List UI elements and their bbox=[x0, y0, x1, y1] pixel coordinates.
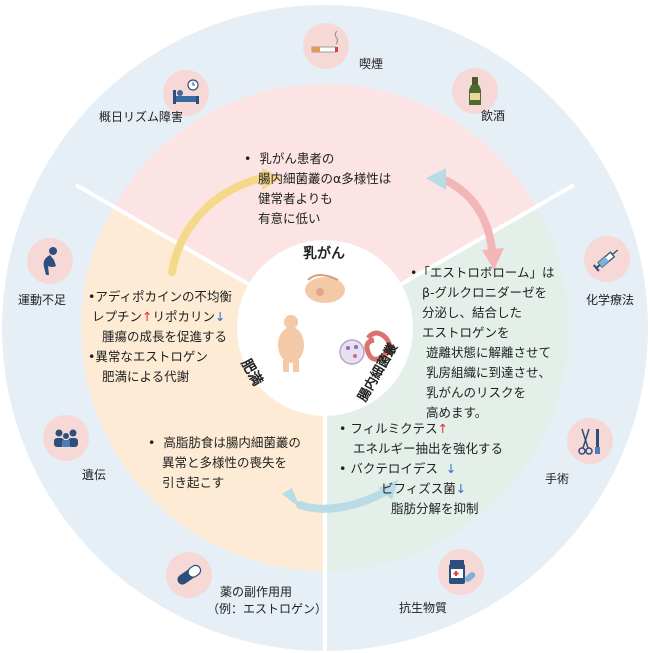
label-genetics: 遺伝 bbox=[82, 468, 107, 482]
bullet: • bbox=[244, 151, 252, 166]
bottom-right-sector-text: • フィルミクテス↑ エネルギー抽出を強化する • バクテロイデス ↓ ビフィズ… bbox=[339, 419, 503, 519]
left-text-line: 肥満による代謝 bbox=[102, 369, 190, 384]
label-drug-line1: 薬の副作用用 bbox=[220, 585, 293, 599]
arrow-left-to-top-head bbox=[262, 168, 282, 190]
label-antibiotics: 抗生物質 bbox=[399, 601, 448, 615]
exercise-badge bbox=[27, 238, 73, 284]
label-chemo: 化学療法 bbox=[586, 293, 635, 307]
label-smoking: 喫煙 bbox=[359, 57, 384, 71]
antibiotics-badge bbox=[438, 549, 484, 595]
bottom-left-sector-text: • 高脂肪食は腸内細菌叢の 異常と多様性の喪失を 引き起こす bbox=[148, 433, 301, 493]
arrow-up-icon: ↑ bbox=[142, 309, 153, 324]
arrow-right-start-head bbox=[426, 168, 446, 190]
arrow-left-to-top bbox=[168, 174, 266, 276]
slouching-person-icon bbox=[43, 247, 57, 275]
cigarette-icon bbox=[311, 30, 339, 53]
family-icon bbox=[54, 429, 78, 447]
lipocalin-text: リポカリン bbox=[152, 309, 216, 324]
genetics-badge bbox=[43, 415, 89, 461]
arrow-down-icon: ↓ bbox=[445, 461, 457, 476]
top-text-line: 有意に低い bbox=[258, 211, 321, 226]
arrow-down-icon: ↓ bbox=[215, 309, 226, 324]
left-text-line: 腫瘍の成長を促進する bbox=[102, 329, 228, 344]
arrow-bottom-head-right bbox=[378, 480, 398, 500]
label-exercise: 運動不足 bbox=[18, 293, 67, 307]
top-text-line: 健常者よりも bbox=[258, 191, 333, 206]
left-text-line: レプチン↑リポカリン↓ bbox=[88, 307, 232, 327]
bullet: • bbox=[148, 435, 156, 450]
label-breast-cancer: 乳がん bbox=[303, 246, 345, 262]
circadian-badge bbox=[163, 70, 209, 116]
left-text-line: アディポカインの不均衡 bbox=[95, 289, 233, 304]
bottom-left-text-line: 引き起こす bbox=[162, 475, 225, 490]
arrow-down-icon: ↓ bbox=[455, 481, 467, 496]
surgery-badge bbox=[567, 418, 613, 464]
right-text-line: 高めます。 bbox=[426, 405, 488, 420]
bottom-left-text-line: 高脂肪食は腸内細菌叢の bbox=[163, 435, 301, 450]
drinking-badge bbox=[452, 68, 498, 114]
surgical-tools-icon bbox=[578, 428, 600, 455]
left-text-line: 異常なエストロゲン bbox=[95, 349, 208, 364]
bullet: • bbox=[339, 421, 347, 436]
top-text-line: 乳がん患者の bbox=[259, 151, 335, 166]
leptin-text: レプチン bbox=[92, 309, 143, 324]
label-drinking: 飲酒 bbox=[481, 109, 506, 123]
medicine-bottle-icon bbox=[449, 560, 476, 584]
label-surgery: 手術 bbox=[545, 472, 570, 486]
breast-illustration bbox=[305, 274, 345, 303]
pill-capsule-icon bbox=[177, 564, 202, 585]
right-text-line: 乳房組織に到達させ、 bbox=[426, 365, 552, 380]
drug-badge bbox=[166, 552, 212, 598]
arrow-right-to-left bbox=[296, 488, 389, 513]
bottom-left-text-line: 異常と多様性の喪失を bbox=[162, 455, 288, 470]
bottom-right-text-line: 脂肪分解を抑制 bbox=[391, 501, 479, 516]
arrow-up-icon: ↑ bbox=[437, 421, 449, 436]
bullet: • bbox=[88, 349, 96, 364]
left-sector-text: •アディポカインの不均衡 レプチン↑リポカリン↓ 腫瘍の成長を促進する •異常な… bbox=[88, 287, 232, 387]
bullet: • bbox=[339, 461, 347, 476]
bottom-right-text-line: ビフィズス菌↓ bbox=[339, 479, 503, 499]
intestine-illustration bbox=[339, 330, 392, 365]
firmicutes-text: フィルミクテス bbox=[350, 421, 438, 436]
arrow-top-to-right bbox=[436, 174, 496, 254]
bullet: • bbox=[410, 265, 418, 280]
chemo-badge bbox=[584, 236, 630, 282]
smoking-badge bbox=[303, 23, 349, 69]
arrow-bottom-head-left bbox=[282, 488, 300, 508]
right-text-line: 乳がんのリスクを bbox=[426, 385, 527, 400]
right-text-line: 「エストロボローム」は bbox=[417, 265, 555, 280]
obese-body-illustration bbox=[278, 315, 304, 372]
center-circle bbox=[237, 240, 413, 416]
syringe-icon bbox=[592, 249, 619, 272]
wine-bottle-icon bbox=[469, 77, 481, 105]
right-sector-text: •「エストロボローム」は β-グルクロニダーゼを 分泌し、結合した エストロゲン… bbox=[410, 263, 555, 423]
top-sector-text: • 乳がん患者の 腸内細菌叢のα多様性は 健常者よりも 有意に低い bbox=[244, 149, 391, 229]
bacteroides-text: バクテロイデス bbox=[350, 461, 438, 476]
bottom-right-text-line: エネルギー抽出を強化する bbox=[353, 441, 504, 456]
right-text-line: 分泌し、結合した bbox=[422, 305, 523, 320]
label-drug-line2: （例：エストロゲン） bbox=[207, 602, 328, 616]
arrow-top-to-right-head bbox=[482, 248, 504, 270]
bullet: • bbox=[88, 289, 96, 304]
top-text-line: 腸内細菌叢のα多様性は bbox=[258, 171, 392, 186]
right-text-line: エストロゲンを bbox=[422, 325, 510, 340]
right-text-line: β-グルクロニダーゼを bbox=[422, 285, 547, 300]
right-text-line: 遊離状態に解離させて bbox=[426, 345, 552, 360]
bifidobacterium-text: ビフィズス菌 bbox=[381, 481, 456, 496]
bed-clock-icon bbox=[173, 79, 199, 104]
label-circadian: 概日リズム障害 bbox=[99, 110, 184, 124]
